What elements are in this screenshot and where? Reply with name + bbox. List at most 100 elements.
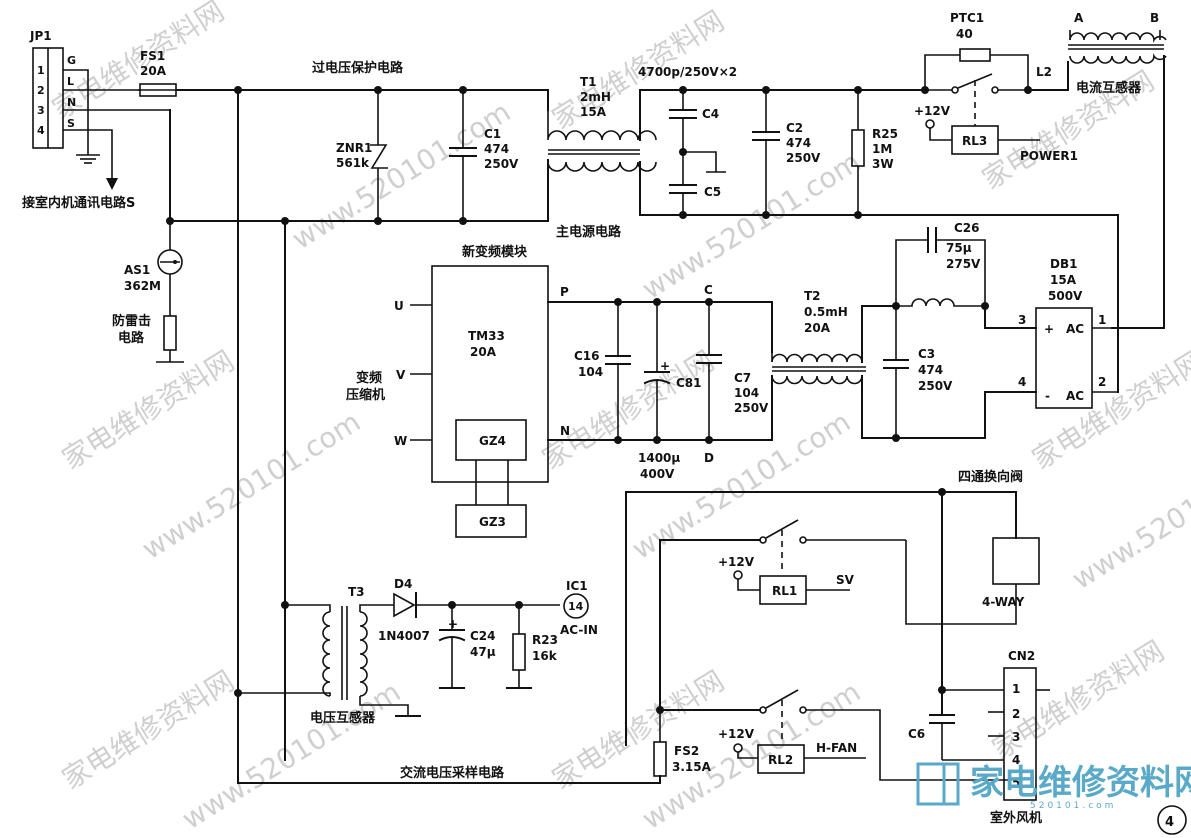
svg-text:D4: D4	[394, 577, 412, 591]
svg-text:C81: C81	[676, 376, 702, 390]
svg-text:15A: 15A	[580, 105, 607, 119]
svg-text:C26: C26	[954, 221, 980, 235]
svg-text:362M: 362M	[124, 279, 161, 293]
svg-text:U: U	[394, 299, 404, 313]
diode-d4: D4 1N4007	[378, 577, 560, 643]
inverter-module: 新变频模块 TM33 20A U V W 变频 压缩机 P N GZ4 GZ3	[346, 244, 570, 538]
svg-text:AS1: AS1	[124, 263, 150, 277]
svg-text:GZ3: GZ3	[479, 515, 506, 529]
svg-text:FS2: FS2	[674, 744, 699, 758]
jp1-label: JP1	[29, 29, 52, 43]
svg-text:N: N	[560, 424, 570, 438]
svg-text:+12V: +12V	[718, 727, 755, 741]
capacitor-c6: C6	[908, 714, 955, 760]
svg-text:474: 474	[484, 142, 509, 156]
choke-t2: T2 0.5mH 20A	[771, 289, 866, 385]
svg-text:CN2: CN2	[1008, 649, 1035, 663]
svg-text:AC-IN: AC-IN	[560, 623, 598, 637]
svg-text:PTC1: PTC1	[950, 11, 984, 25]
svg-text:20A: 20A	[804, 321, 831, 335]
svg-text:RL3: RL3	[962, 134, 987, 148]
resistor-r23: R23 16k	[506, 605, 558, 689]
svg-text:4: 4	[1018, 375, 1026, 389]
svg-text:+12V: +12V	[914, 104, 951, 118]
capacitor-c24: + C24 47μ	[438, 605, 496, 689]
watermark-text: 家电维修资料网	[56, 344, 240, 476]
svg-text:R23: R23	[532, 633, 558, 647]
svg-text:4-WAY: 4-WAY	[982, 595, 1025, 609]
comm-label: 接室内机通讯电路S	[22, 195, 135, 211]
dc-bus-p	[547, 301, 773, 353]
watermark-text: www.520101.com	[636, 145, 866, 306]
outdoor-fan-label: 室外风机	[990, 810, 1042, 826]
fuse-fs2: FS2 3.15A	[237, 710, 712, 784]
jp1-pin-4: 4	[37, 124, 45, 137]
svg-text:IC1: IC1	[566, 579, 588, 593]
svg-text:RL2: RL2	[768, 753, 793, 767]
figure-number: 4	[1157, 805, 1187, 835]
jp1-pin-1: 1	[37, 64, 45, 77]
fuse-fs1: FS1 20A	[138, 49, 178, 97]
svg-text:H-FAN: H-FAN	[816, 741, 857, 755]
jp1-pin-3: 3	[37, 104, 45, 117]
svg-text:防雷击: 防雷击	[112, 313, 151, 329]
svg-text:C1: C1	[484, 127, 501, 141]
relay-rl1: +12V RL1 SV	[659, 519, 906, 711]
watermark-text: 家电维修资料网	[1026, 344, 1191, 476]
svg-text:DB1: DB1	[1050, 257, 1077, 271]
jp1-signal-l: L	[67, 75, 74, 88]
jp1-signal-n: N	[67, 96, 76, 109]
svg-text:3: 3	[1012, 730, 1020, 744]
bridge-db1: DB1 15A 500V 3 4 1 2 + - AC AC	[1018, 257, 1118, 409]
line-to-4way	[625, 491, 1017, 746]
svg-text:P: P	[560, 285, 569, 299]
svg-text:+12V: +12V	[718, 555, 755, 569]
svg-text:C3: C3	[918, 347, 935, 361]
svg-text:1400μ: 1400μ	[638, 451, 680, 465]
svg-text:1: 1	[1098, 313, 1106, 327]
current-transformer: A B 电流互感器	[1068, 11, 1167, 96]
capacitor-c81: + C81 1400μ 400V	[638, 302, 702, 481]
svg-text:+: +	[448, 617, 458, 631]
overvoltage-label: 过电压保护电路	[312, 60, 404, 76]
svg-text:1M: 1M	[872, 142, 892, 156]
capacitor-c1: C1 474 250V	[449, 90, 519, 221]
svg-text:GZ4: GZ4	[479, 434, 506, 448]
watermark-text: www.520101.com	[136, 405, 366, 566]
main-power-label: 主电源电路	[556, 224, 622, 240]
svg-text:2mH: 2mH	[580, 90, 611, 104]
svg-text:RL1: RL1	[772, 584, 797, 598]
svg-text:+: +	[1044, 322, 1054, 336]
svg-text:104: 104	[734, 386, 759, 400]
svg-text:5: 5	[1012, 776, 1020, 790]
arrow-down-icon	[106, 178, 118, 190]
four-way-title: 四通换向阀	[958, 469, 1023, 485]
svg-text:POWER1: POWER1	[1020, 149, 1078, 163]
svg-text:2: 2	[1012, 707, 1020, 721]
svg-text:250V: 250V	[918, 379, 953, 393]
svg-text:400V: 400V	[640, 467, 675, 481]
svg-text:40: 40	[956, 27, 973, 41]
capacitors-c4-c5: C4 C5	[669, 86, 726, 219]
ptc-ptc1: PTC1 40	[921, 11, 1032, 126]
l-rail-2	[639, 89, 859, 141]
ic1-pin: IC1 14 AC-IN	[560, 579, 598, 637]
capacitor-c16: C16 104	[574, 302, 631, 440]
capacitor-c7: C7 104 250V	[696, 302, 769, 440]
capacitor-c3: C3 474 250V	[883, 306, 953, 442]
svg-text:AC: AC	[1066, 322, 1084, 336]
svg-text:C7: C7	[734, 371, 751, 385]
ground-icon	[76, 154, 100, 164]
svg-text:20A: 20A	[470, 345, 497, 359]
svg-text:14: 14	[568, 600, 584, 613]
svg-text:电路: 电路	[118, 330, 145, 346]
svg-text:0.5mH: 0.5mH	[804, 305, 848, 319]
jp1-signal-s: S	[67, 117, 75, 130]
svg-text:4: 4	[1165, 815, 1174, 830]
svg-text:R25: R25	[872, 127, 898, 141]
svg-text:家电维修资料网: 家电维修资料网	[970, 763, 1191, 803]
svg-text:电流互感器: 电流互感器	[1076, 80, 1142, 96]
svg-text:250V: 250V	[734, 401, 769, 415]
svg-text:V: V	[396, 368, 406, 382]
